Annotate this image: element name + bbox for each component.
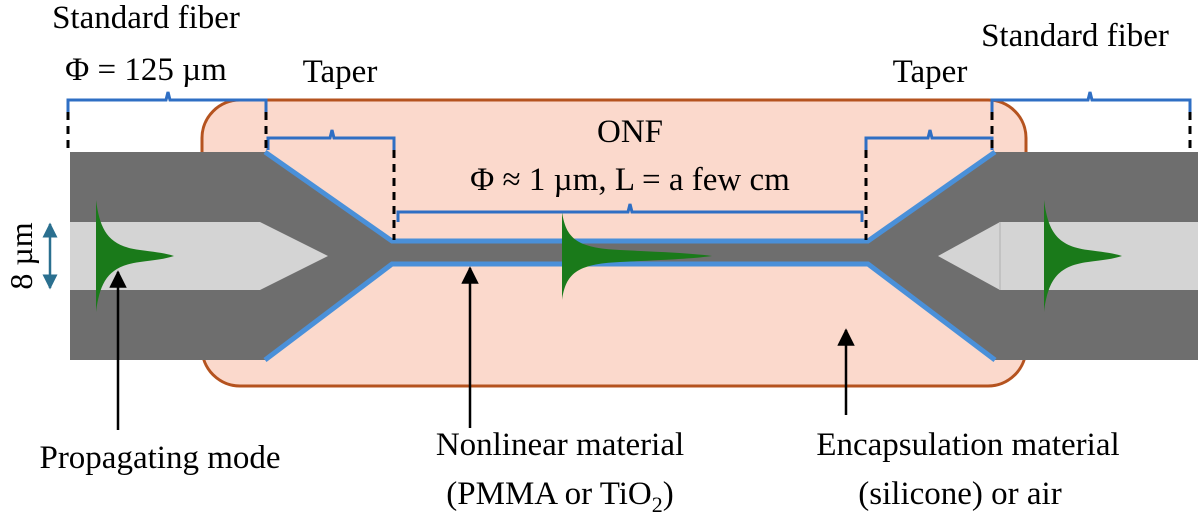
- label-nonlinear-line1: Nonlinear material: [436, 427, 684, 463]
- label-phi-125: Φ = 125 µm: [65, 52, 227, 88]
- label-onf-dimensions: Φ ≈ 1 µm, L = a few cm: [470, 162, 790, 198]
- left-fiber-core: [70, 222, 328, 290]
- label-onf: ONF: [597, 114, 663, 150]
- brace-onf: [396, 203, 864, 222]
- brace-taper-left: [266, 129, 396, 150]
- brace-taper-right: [864, 129, 994, 150]
- label-core-diameter: 8 µm: [3, 222, 39, 289]
- label-standard-fiber-right: Standard fiber: [981, 18, 1169, 54]
- label-nonlinear-line2: (PMMA or TiO2): [446, 476, 673, 517]
- coating-bottom: [263, 261, 997, 362]
- brace-standard-fiber-right: [990, 91, 1192, 112]
- mode-profile-right: [1044, 200, 1122, 312]
- label-encapsulation-line2: (silicone) or air: [858, 476, 1061, 512]
- label-standard-fiber-left: Standard fiber: [52, 0, 240, 36]
- label-propagating-mode: Propagating mode: [39, 440, 280, 476]
- mode-profile-center: [562, 212, 712, 300]
- coating-top: [263, 149, 997, 244]
- mode-profile-left: [96, 200, 174, 312]
- label-taper-left: Taper: [303, 54, 378, 90]
- brace-standard-fiber-left: [66, 91, 268, 112]
- dashed-guides: [66, 112, 1192, 240]
- label-taper-right: Taper: [893, 54, 968, 90]
- label-encapsulation-line1: Encapsulation material: [816, 427, 1119, 463]
